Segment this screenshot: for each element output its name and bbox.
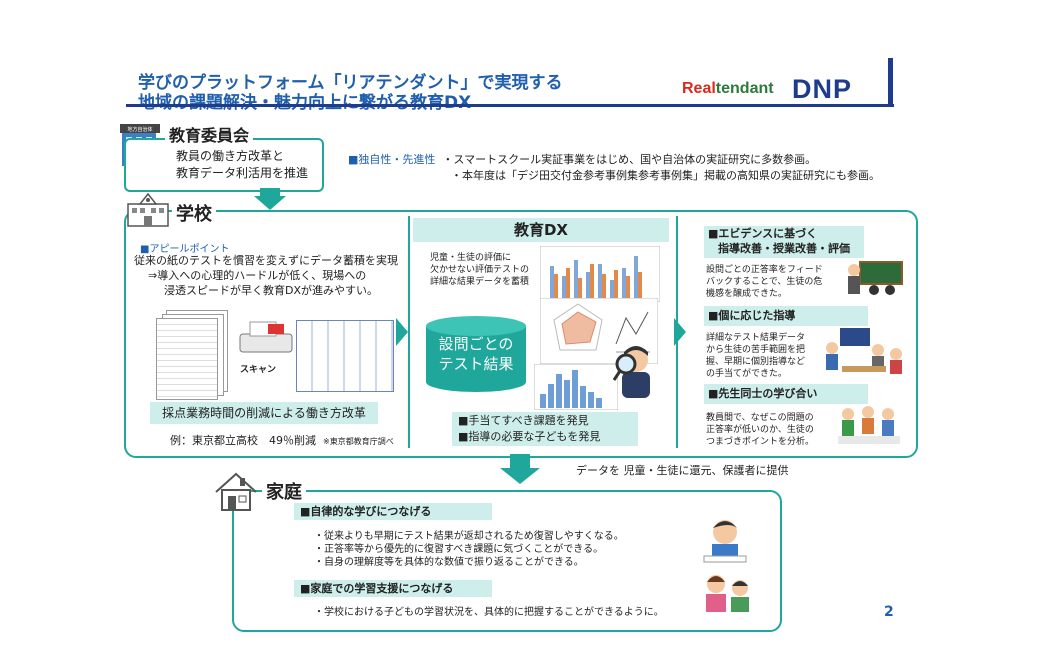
logo-part-a: Real — [682, 80, 716, 97]
example-note: ※東京都教育庁調べ — [323, 437, 394, 446]
peer-text-line-1: 教員間で、なぜこの問題の — [706, 413, 814, 423]
evidence-text: 設問ごとの正答率をフィード バックすることで、生徒の危 機感を醸成できた。 — [706, 264, 823, 300]
dnp-logo: DNP — [792, 74, 853, 104]
home-box — [232, 490, 782, 632]
home-arrow-down — [500, 468, 540, 484]
individual-text-line-3: 握、早期に個別指導など — [706, 357, 806, 367]
return-note: データを 児童・生徒に還元、保護者に提供 — [576, 464, 789, 477]
teacher-blackboard-icon — [848, 261, 903, 295]
scan-label: スキャン — [240, 365, 277, 375]
home-support-heading: ■家庭での学習支援につなげる — [294, 580, 492, 597]
home-line-3: ・自身の理解度等を具体的な数値で振り返ることができる。 — [314, 557, 584, 568]
header-rule-vertical — [888, 58, 893, 107]
home-line-2: ・正答率等から優先的に復習すべき課題に気づくことができる。 — [314, 544, 604, 555]
individual-text-line-2: から生徒の苦手範囲を把 — [706, 345, 806, 355]
evidence-heading-line-2: 指導改善・授業改善・評価 — [718, 242, 850, 255]
individual-tutoring-icon — [826, 328, 902, 374]
finding-line-1: ■手当てすべき課題を発見 — [458, 414, 589, 427]
peer-text-line-2: 正答率が低いのか、生徒の — [706, 425, 814, 435]
home-arrow-stem — [510, 454, 530, 468]
home-title: 家庭 — [262, 478, 306, 504]
house-icon — [215, 472, 257, 511]
appeal-text: 従来の紙のテストを慣習を変えずにデータ蓄積を実現 ⇒導入への心理的ハードルが低く… — [134, 253, 398, 298]
magnifier-person-icon — [612, 346, 650, 398]
dx-desc-line-2: 欠かせない評価テストの — [430, 265, 530, 275]
page-number: 2 — [884, 604, 894, 620]
autonomous-learning-heading: ■自律的な学びにつなげる — [294, 503, 492, 520]
appeal-line-2: ⇒導入への心理的ハードルが低く、現場への — [148, 269, 367, 282]
evidence-heading-line-1: ■エビデンスに基づく — [708, 227, 818, 240]
bar-chart-thumbnail — [540, 246, 660, 302]
individual-text-line-4: の手当てができた。 — [706, 369, 788, 379]
board-arrow-down — [254, 196, 286, 210]
studying-child-icon — [703, 520, 747, 563]
paper-test-sheet — [156, 318, 218, 400]
peer-learning-heading: ■先生同士の学び合い — [704, 384, 868, 404]
board-description: 教員の働き方改革と 教育データ利活用を推進 — [176, 148, 308, 182]
dx-description: 児童・生徒の評価に 欠かせない評価テストの 詳細な結果データを蓄積 — [430, 252, 529, 288]
scanner-icon — [239, 321, 293, 353]
database-cylinder — [426, 316, 526, 392]
autonomous-learning-list: ・従来よりも早期にテスト結果が返却されるため復習しやすくなる。 ・正答率等から優… — [314, 530, 624, 569]
database-label: 設問ごとの テスト結果 — [424, 334, 528, 374]
teachers-discussion-icon — [838, 406, 900, 444]
peer-text-line-3: つまづきポイントを分析。 — [706, 437, 815, 447]
individual-text-line-1: 詳細なテスト結果データ — [706, 333, 806, 343]
dx-desc-line-1: 児童・生徒の評価に — [430, 253, 512, 263]
individual-heading: ■個に応じた指導 — [704, 306, 868, 326]
header-rule — [126, 104, 894, 107]
histogram-thumbnail — [534, 364, 618, 410]
arrow-to-dx — [396, 318, 408, 346]
dx-findings: ■手当てすべき課題を発見 ■指導の必要な子どもを発見 — [452, 412, 638, 446]
peer-learning-text: 教員間で、なぜこの問題の 正答率が低いのか、生徒の つまづきポイントを分析。 — [706, 412, 814, 448]
page-title: 学びのプラットフォーム「リアテンダント」で実現する 地域の課題解決・魅力向上に繋… — [138, 73, 563, 113]
title-line-1: 学びのプラットフォーム「リアテンダント」で実現する — [138, 73, 563, 93]
board-line-1: 教員の働き方改革と — [176, 149, 285, 163]
home-line-1: ・従来よりも早期にテスト結果が返却されるため復習しやすくなる。 — [314, 531, 624, 542]
arrow-from-dx — [674, 318, 686, 346]
dx-title: 教育DX — [413, 218, 669, 242]
evidence-text-line-2: バックすることで、生徒の危 — [706, 277, 823, 287]
individual-text: 詳細なテスト結果データ から生徒の苦手範囲を把 握、早期に個別指導など の手当て… — [706, 332, 805, 380]
home-support-line: ・学校における子どもの学習状況を、具体的に把握することができるように。 — [314, 607, 664, 618]
evidence-heading: ■エビデンスに基づく 指導改善・授業改善・評価 — [704, 226, 864, 258]
parent-child-icon — [706, 575, 749, 612]
title-line-2: 地域の課題解決・魅力向上に繋がる教育DX — [138, 93, 472, 113]
db-line-1: 設問ごとの — [438, 335, 514, 353]
finding-line-2: ■指導の必要な子どもを発見 — [458, 430, 601, 443]
example-text: 例：東京都立高校 49％削減 — [170, 434, 316, 447]
board-title: 教育委員会 — [165, 122, 254, 146]
feature-line-1: ・スマートスクール実証事業をはじめ、国や自治体の実証研究に多数参画。 — [442, 153, 817, 166]
feature-label: ■独自性・先進性 — [348, 153, 436, 166]
building-badge: 地方自治体 — [127, 127, 153, 133]
evidence-text-line-3: 機感を醸成できた。 — [706, 289, 788, 299]
feature-line-2: ・本年度は「デジ田交付金参考事例集参考事例集」掲載の高知県の実証研究にも参画。 — [451, 169, 880, 182]
evidence-text-line-1: 設問ごとの正答率をフィード — [706, 265, 823, 275]
realtendant-logo: Realtendant — [682, 80, 774, 98]
db-line-2: テスト結果 — [438, 355, 514, 373]
scanned-answers-screen — [296, 320, 394, 392]
appeal-line-3: 浸透スピードが早く教育DXが進みやすい。 — [164, 284, 379, 297]
reduction-band: 採点業務時間の削減による働き方改革 — [150, 402, 378, 424]
board-arrow-stem — [260, 188, 280, 196]
dx-desc-line-3: 詳細な結果データを蓄積 — [430, 277, 530, 287]
school-building-icon — [127, 192, 169, 227]
reduction-example: 例：東京都立高校 49％削減 ※東京都教育庁調べ — [170, 432, 394, 448]
appeal-heading: ■アピールポイント — [140, 244, 230, 255]
board-line-2: 教育データ利活用を推進 — [176, 166, 309, 180]
school-title: 学校 — [172, 200, 216, 226]
logo-part-b: tendant — [715, 80, 774, 97]
feature-block: ■独自性・先進性 ・スマートスクール実証事業をはじめ、国や自治体の実証研究に多数… — [348, 152, 880, 184]
appeal-line-1: 従来の紙のテストを慣習を変えずにデータ蓄積を実現 — [134, 254, 398, 267]
